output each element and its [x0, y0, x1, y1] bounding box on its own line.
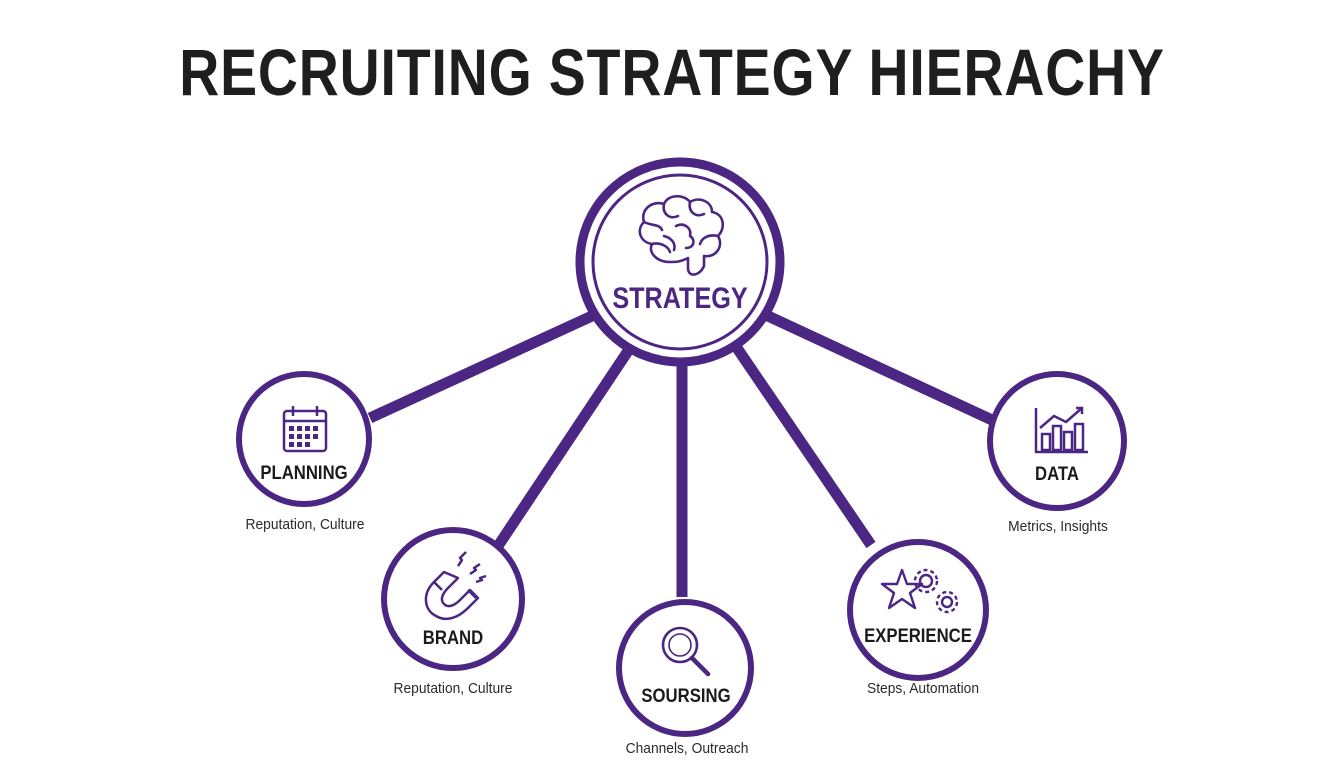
magnet-icon	[424, 551, 487, 620]
connector-experience	[732, 344, 876, 549]
node-label-planning: PLANNING	[260, 463, 348, 484]
connectors	[367, 311, 995, 597]
node-label-data: DATA	[1035, 464, 1079, 485]
node-experience	[847, 539, 989, 681]
node-label-brand: BRAND	[422, 628, 484, 649]
brain-icon	[638, 194, 725, 276]
connector-data	[765, 311, 995, 425]
node-data	[987, 371, 1127, 511]
node-planning	[236, 371, 372, 507]
page-title: RECRUITING STRATEGY HIERACHY	[179, 35, 1165, 109]
node-brand	[381, 527, 525, 671]
node-label-experience: EXPERIENCE	[864, 626, 972, 647]
center-label: STRATEGY	[612, 282, 748, 315]
node-subtitle-planning: Reputation, Culture	[245, 516, 365, 533]
magnifier-icon	[661, 626, 711, 677]
connector-brand	[489, 344, 635, 556]
node-soursing	[616, 599, 754, 737]
node-subtitle-brand: Reputation, Culture	[393, 680, 513, 697]
node-subtitle-soursing: Channels, Outreach	[625, 740, 749, 757]
node-label-soursing: SOURSING	[641, 686, 731, 707]
connector-planning	[367, 311, 595, 423]
node-subtitle-experience: Steps, Automation	[866, 680, 980, 697]
node-subtitle-data: Metrics, Insights	[1008, 518, 1108, 535]
star-gears-icon	[880, 568, 959, 614]
center-node	[575, 157, 785, 367]
calendar-icon	[282, 406, 328, 453]
bar-chart-icon	[1034, 406, 1088, 454]
